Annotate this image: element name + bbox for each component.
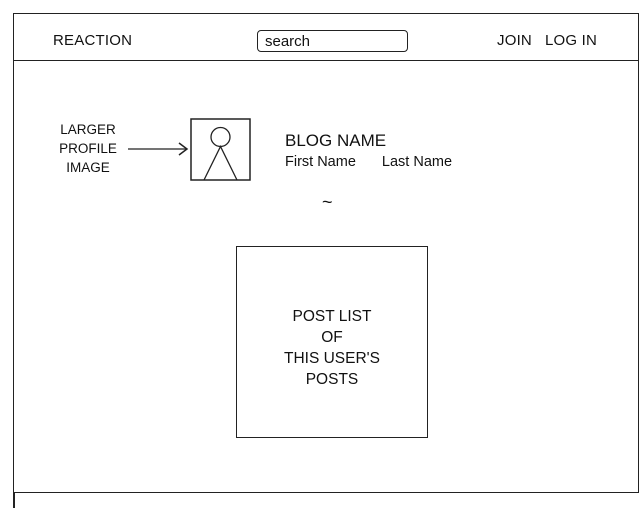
annotation-line: PROFILE (59, 141, 117, 156)
join-link[interactable]: JOIN (497, 32, 532, 49)
last-name: Last Name (381, 154, 453, 170)
profile-image-annotation: LARGER PROFILE IMAGE (50, 120, 126, 177)
post-list-line: THIS USER'S (284, 350, 380, 367)
search-input[interactable] (257, 30, 408, 52)
post-list-line: OF (321, 329, 343, 346)
header-divider (13, 60, 639, 61)
wireframe-page (13, 13, 639, 493)
tilde-divider: ~ (322, 192, 333, 212)
brand-link[interactable]: REACTION (53, 32, 133, 49)
login-link[interactable]: LOG IN (545, 32, 598, 49)
post-list-line: POSTS (305, 371, 359, 388)
first-name: First Name (285, 154, 356, 170)
page-edge-line (13, 492, 15, 508)
annotation-line: IMAGE (66, 160, 110, 175)
blog-name: BLOG NAME (285, 131, 387, 150)
arrow-right-icon (128, 142, 189, 156)
post-list-line: POST LIST (292, 308, 372, 325)
author-name: First Name Last Name (285, 154, 452, 170)
annotation-line: LARGER (60, 122, 116, 137)
post-list-panel[interactable]: POST LIST OF THIS USER'S POSTS (236, 246, 428, 438)
post-list-placeholder: POST LIST OF THIS USER'S POSTS (284, 306, 380, 390)
avatar[interactable] (190, 118, 252, 182)
